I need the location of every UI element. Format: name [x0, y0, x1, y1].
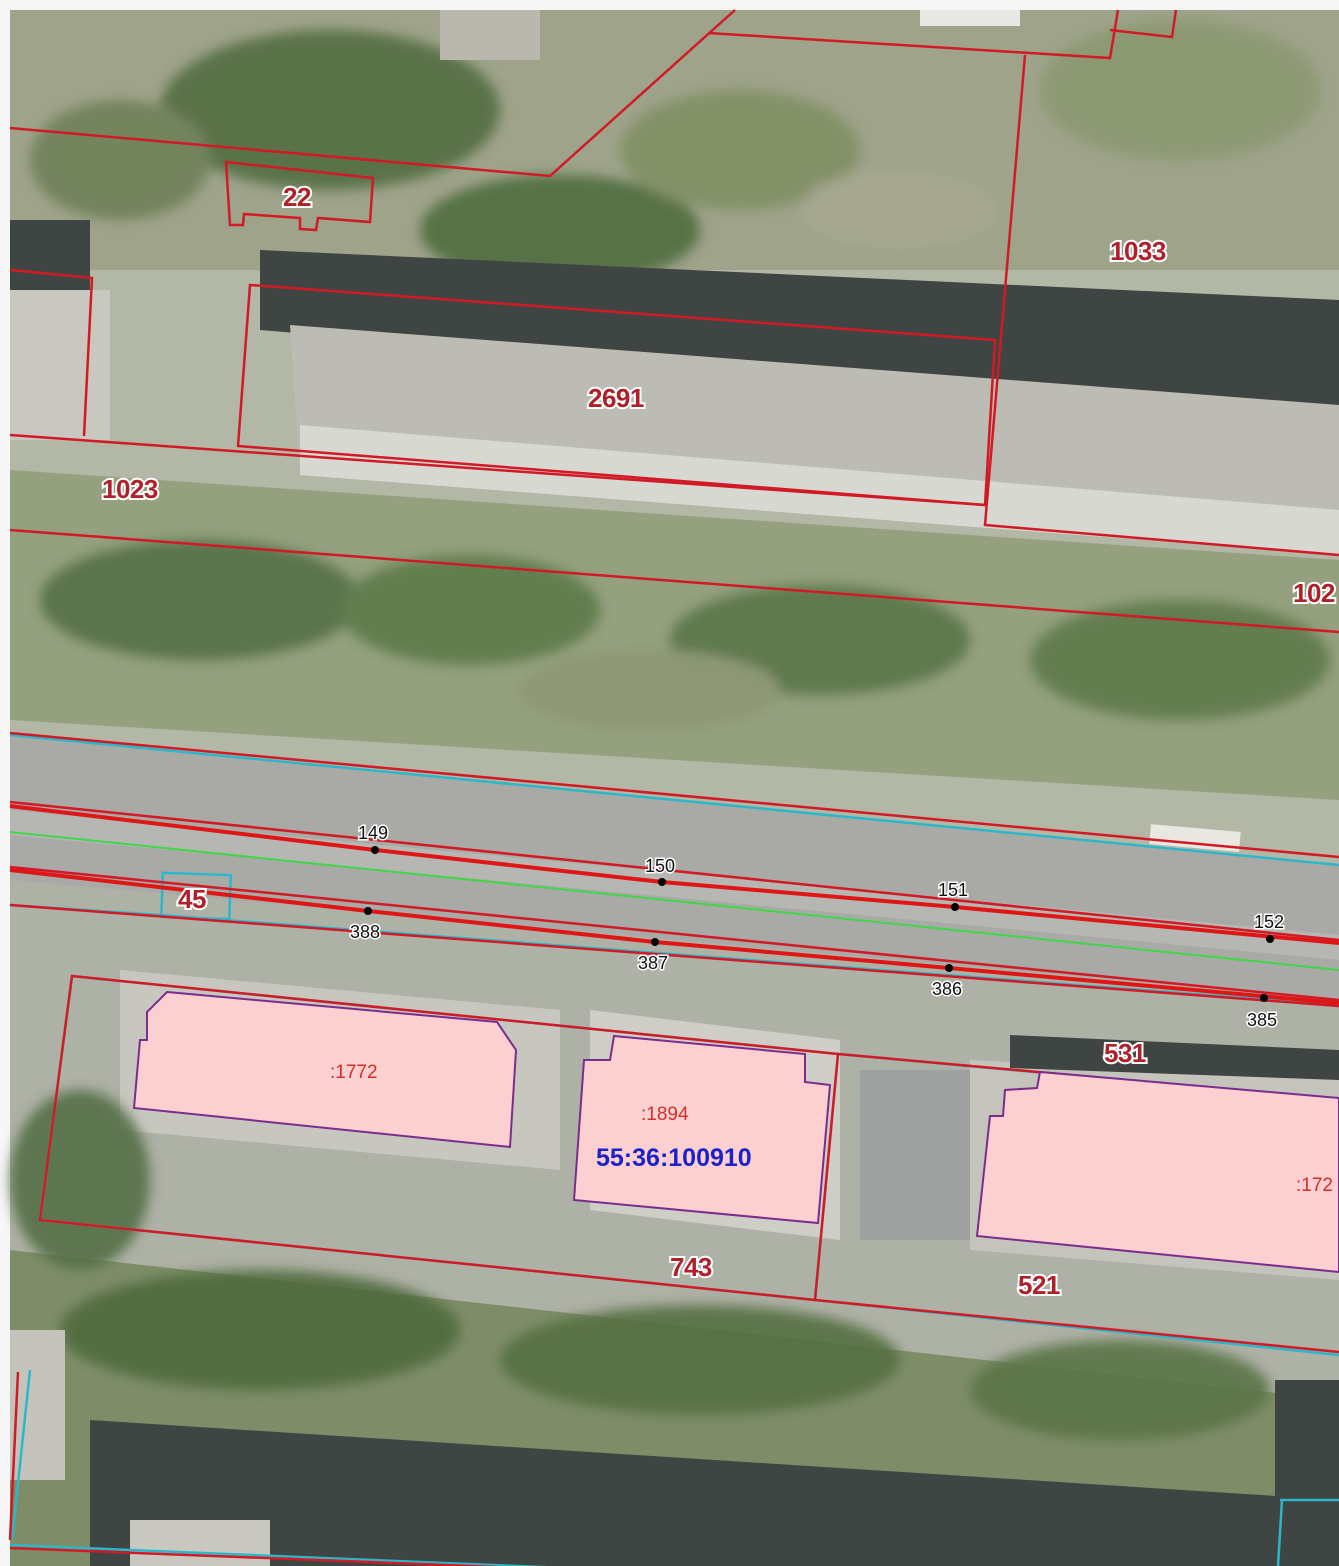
buildings	[132, 990, 1339, 1274]
parcel-label-102: 102	[1293, 578, 1335, 608]
building-label-1772: :1772	[330, 1062, 378, 1083]
point-152	[1266, 935, 1274, 943]
point-label-388: 388	[350, 922, 380, 942]
point-label-152: 152	[1254, 912, 1284, 932]
point-388	[364, 907, 372, 915]
parcel-label-521: 521	[1018, 1270, 1060, 1300]
parcel-label-2691: 2691	[588, 383, 644, 413]
parcel-label-22: 22	[283, 182, 311, 212]
building-1894	[572, 1034, 832, 1225]
point-149	[371, 846, 379, 854]
building-label-172: :172	[1296, 1175, 1333, 1196]
survey-points	[364, 846, 1274, 1002]
parcel-label-531: 531	[1104, 1038, 1146, 1068]
point-386	[945, 964, 953, 972]
parcel-label-1033: 1033	[1110, 236, 1166, 266]
point-labels: 149 150 151 152 388 387 386 385	[349, 822, 1286, 1032]
point-label-386: 386	[932, 979, 962, 999]
point-label-387: 387	[638, 953, 668, 973]
point-151	[951, 903, 959, 911]
cadastral-quarter-label: 55:36:100910	[596, 1144, 752, 1172]
building-labels: :1772 :1894 :172	[330, 1062, 1333, 1196]
point-385	[1260, 994, 1268, 1002]
parcel-label-743: 743	[670, 1252, 712, 1282]
point-label-151: 151	[938, 880, 968, 900]
point-label-385: 385	[1247, 1010, 1277, 1030]
building-172	[975, 1070, 1339, 1274]
parcel-labels: 22 1033 2691 1023 102 45 531 743 521	[100, 180, 1337, 1302]
point-label-150: 150	[645, 856, 675, 876]
building-1772	[132, 990, 518, 1149]
parcel-label-1023: 1023	[102, 474, 158, 504]
point-label-149: 149	[358, 823, 388, 843]
building-label-1894: :1894	[641, 1104, 689, 1125]
point-387	[651, 938, 659, 946]
point-150	[658, 878, 666, 886]
parcel-boundaries	[8, 9, 1339, 1566]
parcel-label-45: 45	[178, 884, 206, 914]
